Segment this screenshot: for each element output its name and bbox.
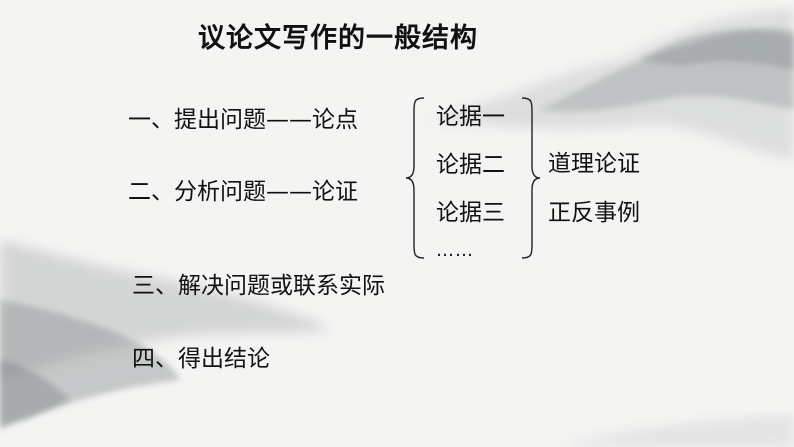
structure-item-2: 二、分析问题——论证 (128, 179, 358, 205)
method-item-2: 正反事例 (548, 200, 640, 226)
structure-item-1: 一、提出问题——论点 (128, 107, 358, 133)
evidence-item-2: 论据二 (436, 152, 505, 178)
right-brace (521, 97, 541, 259)
page-title: 议论文写作的一般结构 (198, 23, 478, 54)
structure-item-4: 四、得出结论 (132, 346, 270, 372)
evidence-item-3: 论据三 (436, 200, 505, 226)
method-item-1: 道理论证 (548, 151, 640, 177)
left-brace (405, 97, 425, 259)
evidence-item-1: 论据一 (436, 104, 505, 130)
structure-item-3: 三、解决问题或联系实际 (132, 273, 385, 299)
evidence-item-ellipsis: …… (436, 240, 474, 261)
